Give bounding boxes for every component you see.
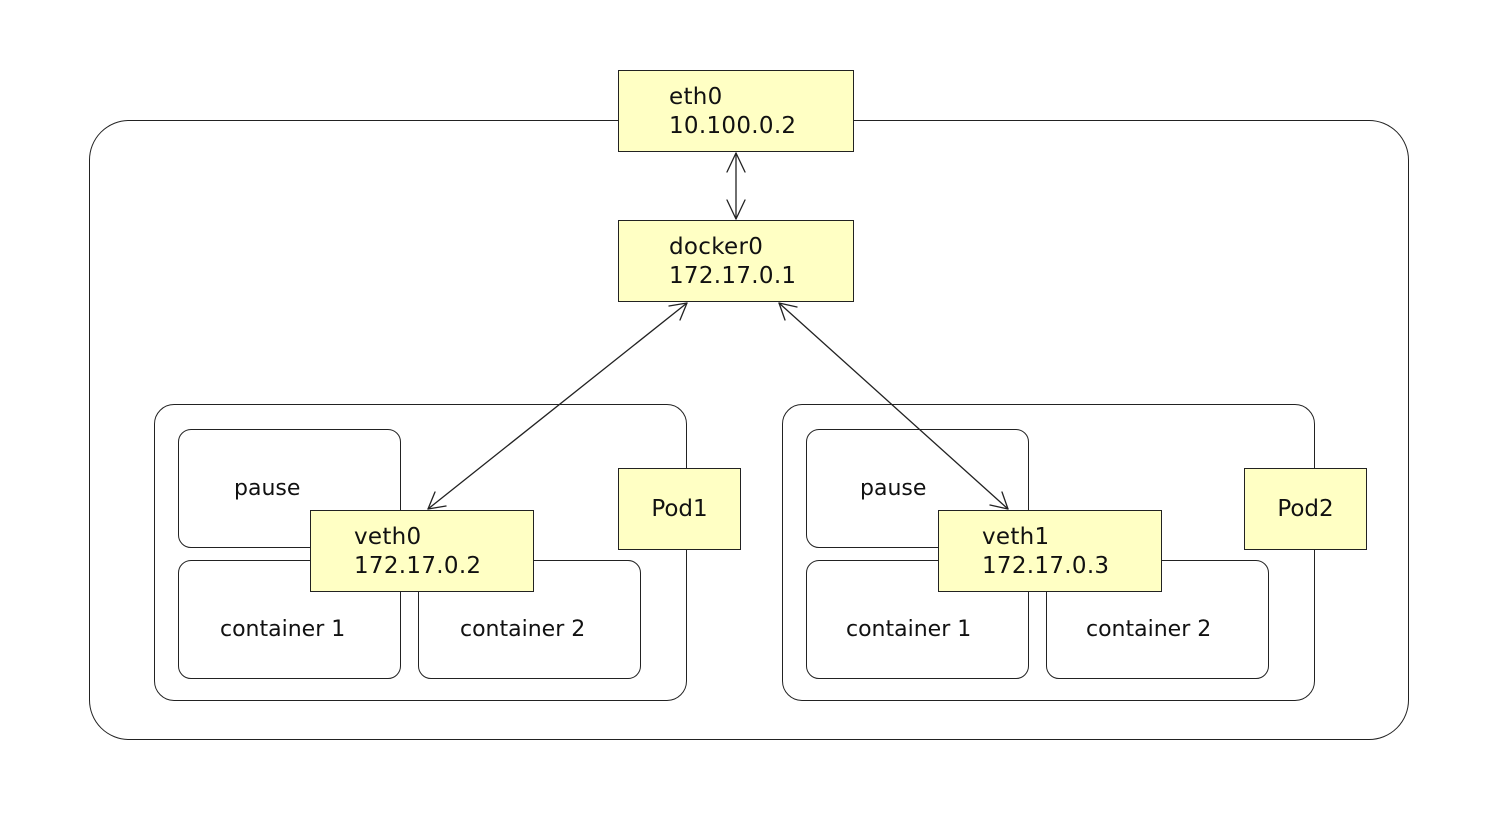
veth0-ip: 172.17.0.2: [354, 553, 482, 579]
veth1-interface: veth1 172.17.0.3: [938, 510, 1162, 592]
pod2-container-2-label: container 2: [1086, 617, 1212, 642]
pod2-label-box: Pod2: [1244, 468, 1367, 550]
pod1-container-1-label: container 1: [220, 617, 346, 642]
docker0-bridge: docker0 172.17.0.1: [618, 220, 854, 302]
eth0-ip: 10.100.0.2: [669, 113, 797, 139]
eth0-interface: eth0 10.100.0.2: [618, 70, 854, 152]
veth0-interface: veth0 172.17.0.2: [310, 510, 534, 592]
pod2-pause-label: pause: [860, 476, 927, 501]
pod1-label-box: Pod1: [618, 468, 741, 550]
docker0-ip: 172.17.0.1: [669, 263, 797, 289]
pod2-label: Pod2: [1277, 496, 1334, 522]
pod2-container-1-label: container 1: [846, 617, 972, 642]
veth1-ip: 172.17.0.3: [982, 553, 1110, 579]
eth0-name: eth0: [669, 84, 723, 110]
docker0-name: docker0: [669, 234, 764, 260]
pod1-label: Pod1: [651, 496, 708, 522]
pod1-pause-label: pause: [234, 476, 301, 501]
veth0-name: veth0: [354, 524, 422, 550]
pod1-container-2-label: container 2: [460, 617, 586, 642]
veth1-name: veth1: [982, 524, 1050, 550]
